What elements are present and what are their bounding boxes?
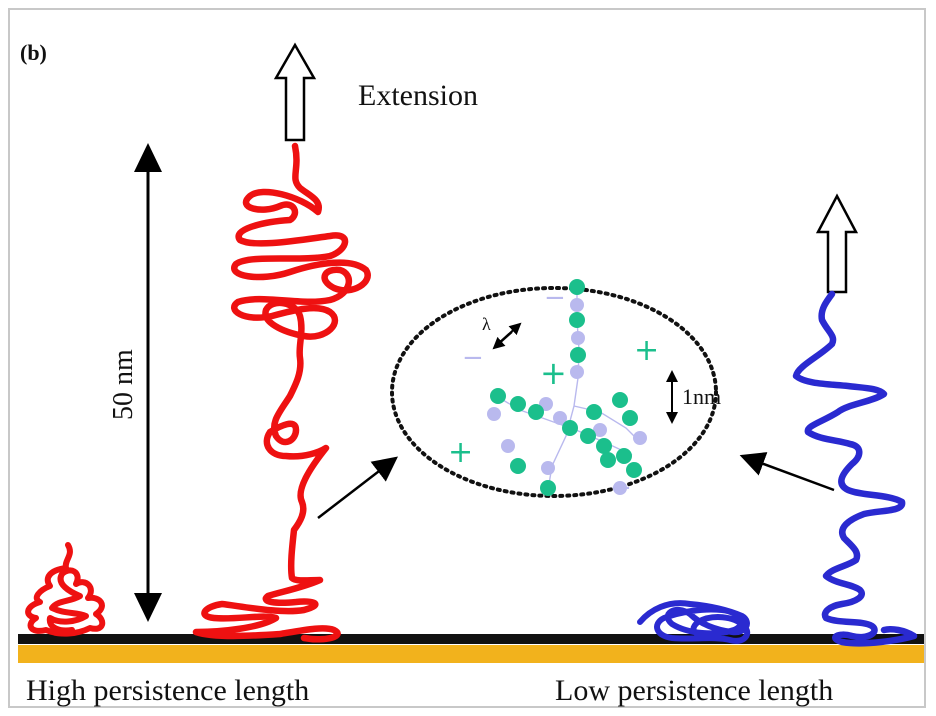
plus-ion: + (448, 435, 473, 470)
substrate-surface-line (18, 634, 924, 644)
relaxed-blue-coil (637, 600, 751, 644)
inset-zoom-ellipse (390, 286, 718, 498)
minus-ion: − (462, 343, 484, 373)
right-caption: Low persistence length (555, 674, 833, 707)
minus-ion: − (610, 473, 632, 503)
inset-cations (490, 279, 642, 496)
relaxed-red-coil (25, 542, 106, 637)
plus-ion: + (634, 333, 659, 368)
pointer-arrow-icon (317, 456, 398, 519)
lambda-double-arrow-icon (492, 322, 522, 350)
pointer-arrow-icon (739, 452, 835, 492)
left-caption: High persistence length (26, 674, 309, 707)
panel-label: (b) (20, 40, 47, 65)
up-arrow-outline-icon (273, 42, 317, 142)
scale-label: 50 nm (108, 349, 139, 420)
nm-scale-label: 1nm (682, 384, 721, 409)
extended-red-chain (192, 142, 371, 643)
figure-frame (8, 8, 926, 708)
scale-double-arrow-icon (134, 143, 162, 622)
lambda-label: λ (482, 314, 491, 334)
plus-ion: + (540, 354, 567, 392)
free-ions: + + + − − − (448, 283, 659, 503)
gold-substrate (18, 645, 924, 663)
extension-label: Extension (358, 79, 478, 112)
up-arrow-outline-icon (815, 193, 859, 294)
inset-anions (487, 298, 647, 495)
extended-blue-chain (792, 290, 918, 647)
minus-ion: − (544, 283, 566, 313)
